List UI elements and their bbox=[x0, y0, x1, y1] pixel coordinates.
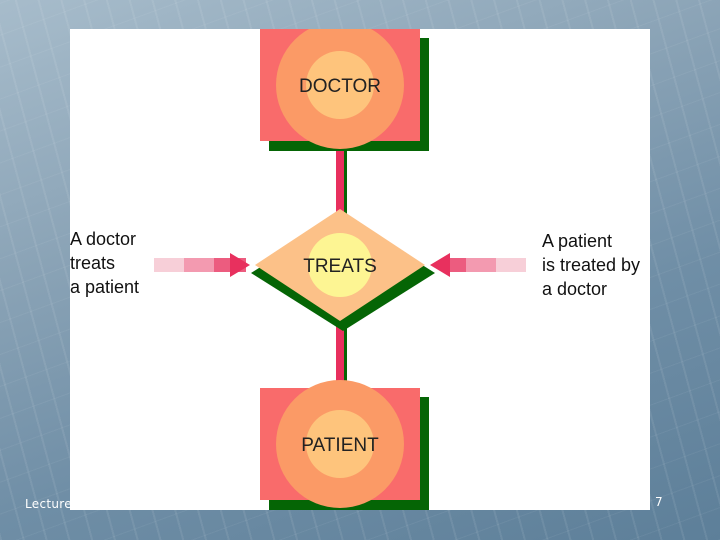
connector-top bbox=[336, 141, 344, 241]
right-arrow bbox=[430, 253, 526, 277]
connector-bottom bbox=[336, 319, 344, 427]
patient-core bbox=[306, 410, 374, 478]
left-arrow-fade bbox=[154, 258, 184, 272]
doctor-entity: DOCTOR bbox=[260, 21, 429, 151]
right-note: A patient is treated by a doctor bbox=[542, 231, 641, 299]
diagram-panel: DOCTOR TREATS PATIENT bbox=[70, 21, 650, 510]
doctor-core bbox=[306, 51, 374, 119]
left-arrow bbox=[154, 253, 250, 277]
right-arrow-fade bbox=[496, 258, 526, 272]
patient-label: PATIENT bbox=[301, 435, 379, 456]
right-arrow-mid bbox=[466, 258, 496, 272]
left-arrow-head bbox=[230, 253, 250, 277]
slide-number: 7 bbox=[655, 495, 663, 509]
patient-entity: PATIENT bbox=[260, 380, 429, 510]
left-note: A doctor treats a patient bbox=[70, 229, 140, 297]
er-diagram: DOCTOR TREATS PATIENT bbox=[154, 21, 526, 510]
right-arrow-head bbox=[430, 253, 450, 277]
treats-relationship: TREATS bbox=[251, 209, 435, 331]
footer-lecture-label: Lecture bbox=[25, 497, 72, 511]
doctor-label: DOCTOR bbox=[299, 76, 381, 97]
left-arrow-mid bbox=[184, 258, 214, 272]
treats-core bbox=[308, 233, 372, 297]
treats-label: TREATS bbox=[303, 256, 377, 277]
